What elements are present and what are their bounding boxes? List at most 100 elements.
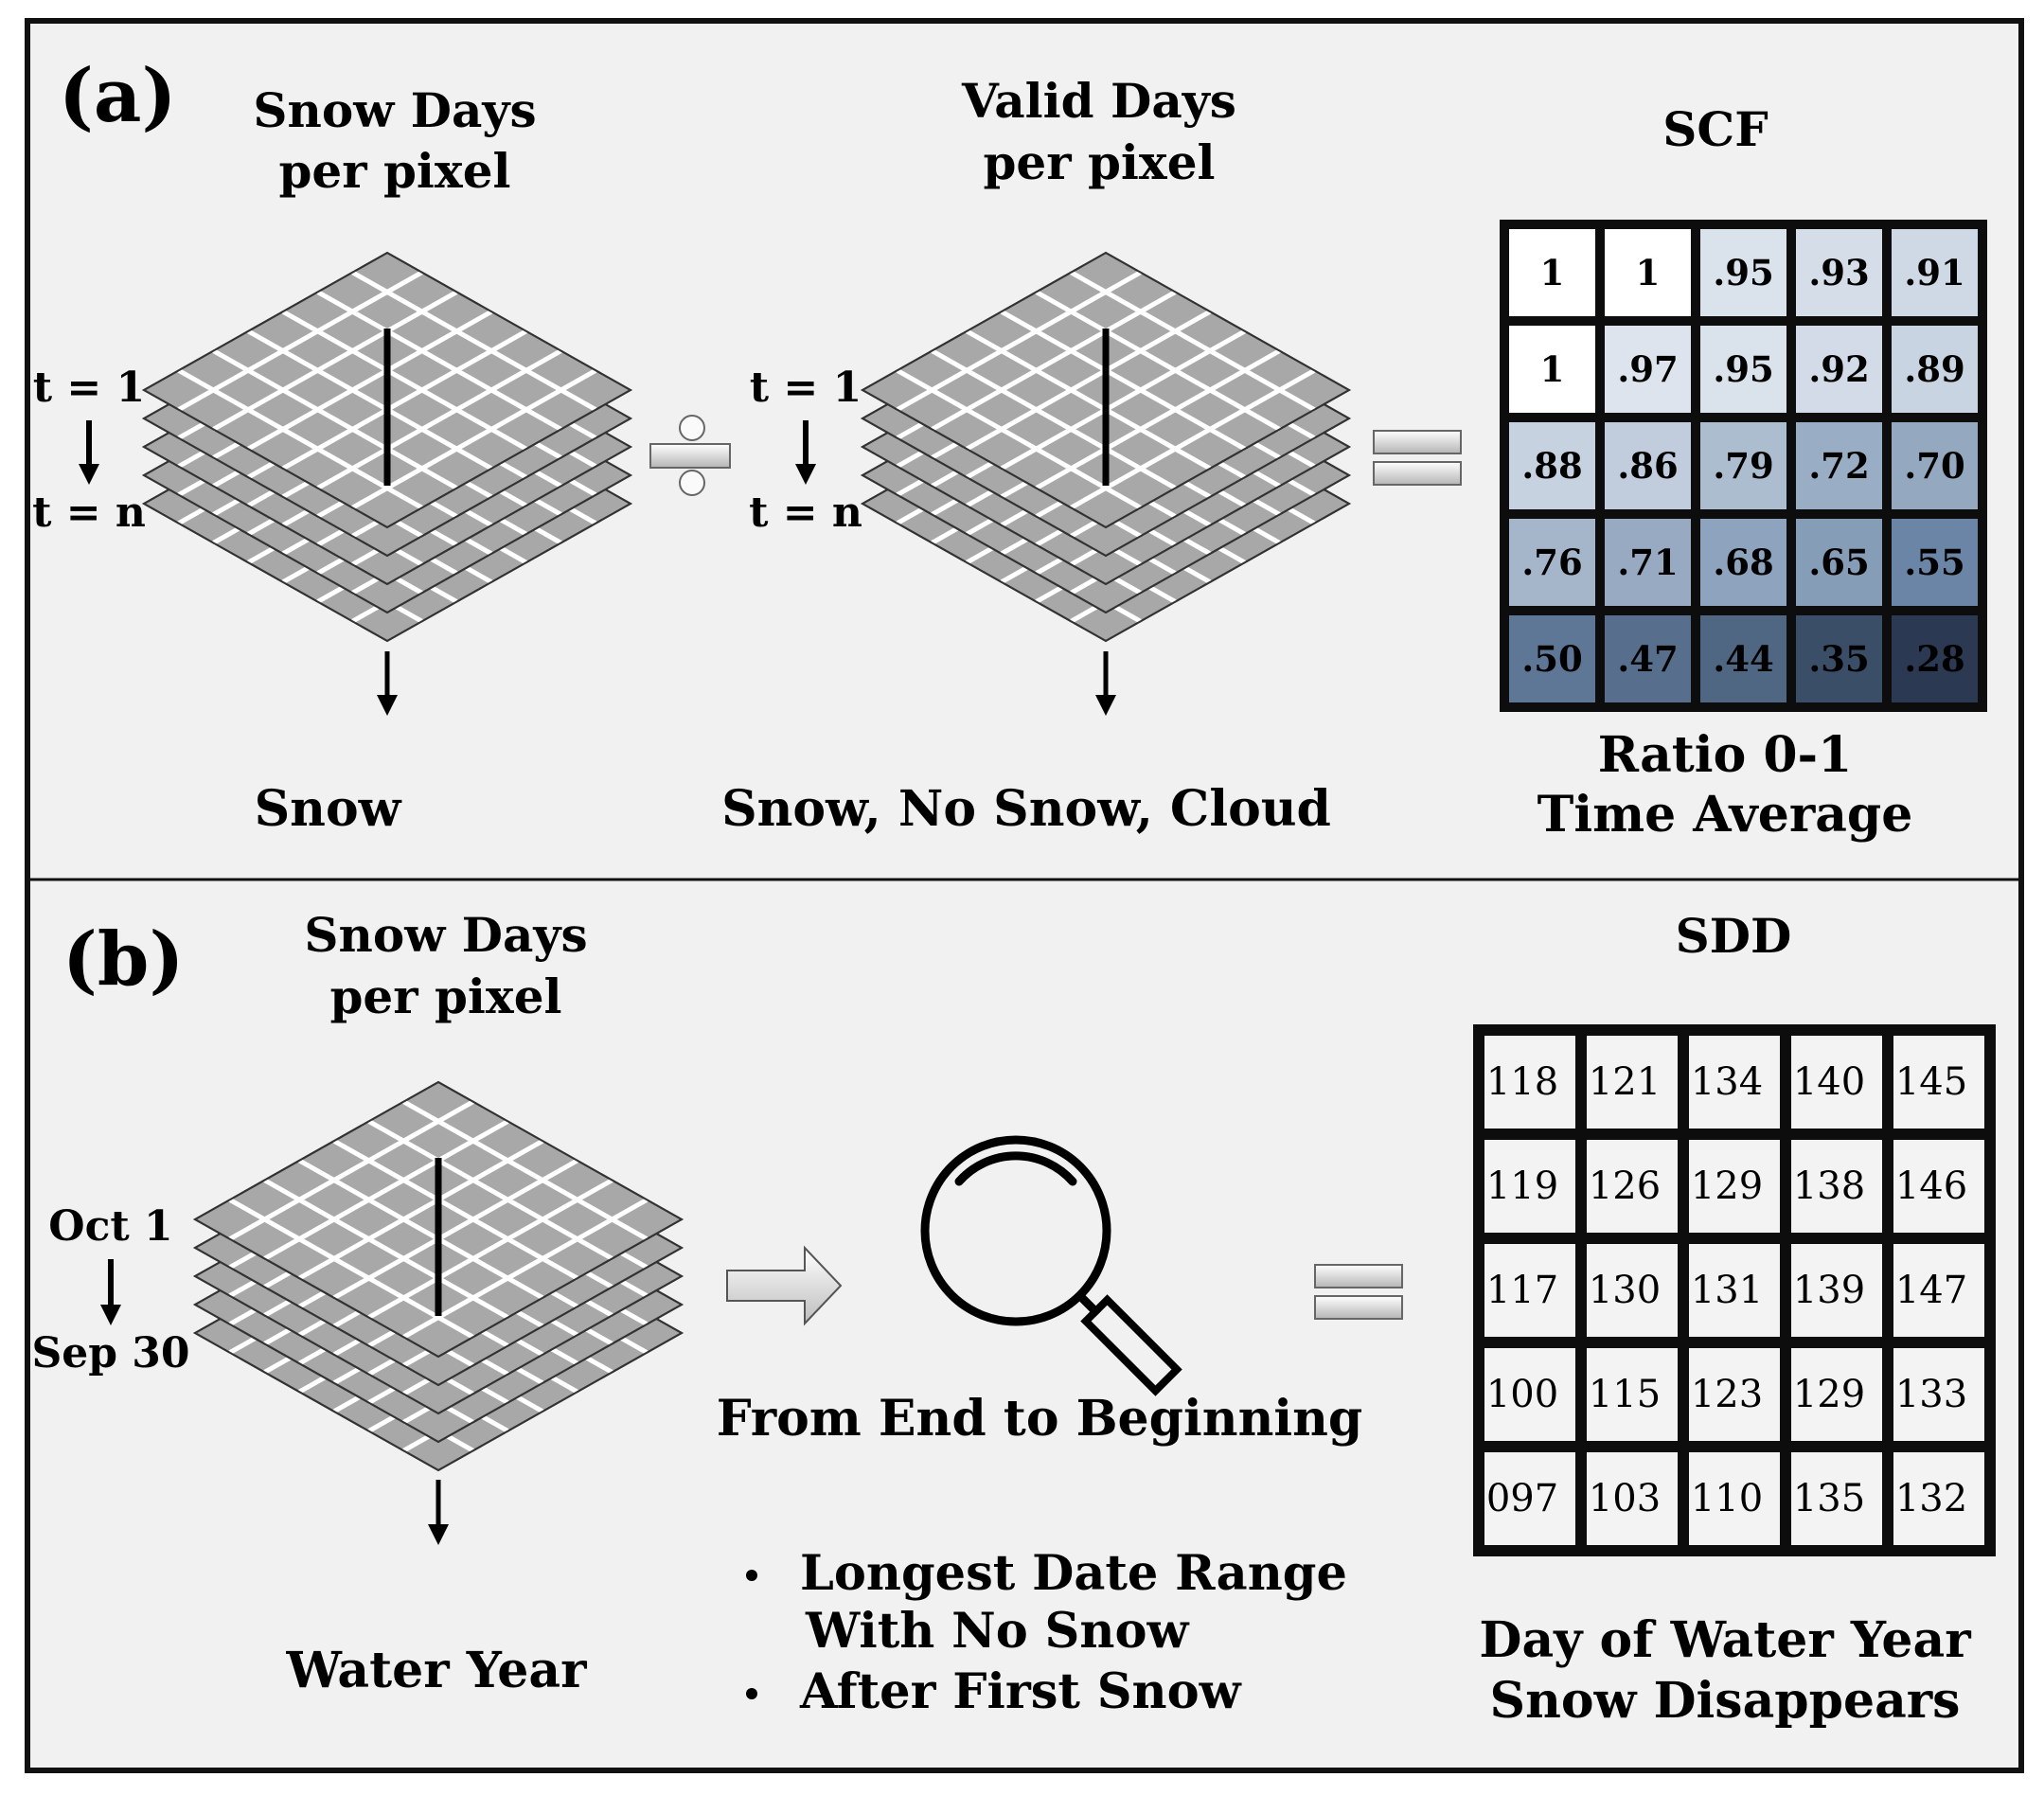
stack2-title-line2: per pixel [983,134,1215,190]
grid-cell: 140 [1791,1036,1882,1129]
bullet-1-line2: With No Snow [805,1603,1189,1660]
grid-cell: .65 [1796,519,1882,606]
stackb-title-line1: Snow Days [304,907,587,963]
cell-value: 121 [1589,1060,1661,1104]
grid-cell: .68 [1700,519,1786,606]
cell-value: 134 [1691,1060,1763,1104]
cell-value: .92 [1808,348,1869,390]
cell-value: .89 [1904,348,1964,390]
bullet-dot [746,1688,757,1699]
cell-value: 117 [1486,1269,1558,1312]
cell-value: 119 [1486,1164,1558,1208]
grid-cell: 126 [1587,1140,1678,1233]
grid-cell: .89 [1892,326,1978,413]
cell-value: .55 [1904,542,1964,583]
stackb-caption: Water Year [286,1642,588,1699]
cell-value: .95 [1713,252,1773,293]
stack2-caption: Snow, No Snow, Cloud [721,780,1331,838]
grid-cell: 119 [1484,1140,1575,1233]
grid-cell: .50 [1509,615,1595,702]
grid-cell: .47 [1605,615,1691,702]
cell-value: .35 [1808,638,1869,680]
cell-value: 147 [1895,1269,1967,1312]
cell-value: 097 [1486,1477,1558,1520]
cell-value: .79 [1713,445,1773,487]
down-arrow-icon [377,651,398,716]
cell-value: 110 [1691,1477,1763,1520]
cell-value: 133 [1895,1373,1967,1416]
cell-value: .70 [1904,445,1964,487]
cell-value: .91 [1904,252,1964,293]
cell-value: 145 [1895,1060,1967,1104]
grid-cell: .72 [1796,422,1882,509]
cell-value: .88 [1521,445,1582,487]
stackb-time-start: Oct 1 [48,1202,172,1251]
stack2-title-line1: Valid Days [961,73,1236,129]
cell-value: 138 [1793,1164,1865,1208]
cell-value: 126 [1589,1164,1661,1208]
grid-cell: .93 [1796,229,1882,316]
sdd-title: SDD [1676,908,1792,964]
stackb-time-end: Sep 30 [31,1329,189,1377]
cell-value: 130 [1589,1269,1661,1312]
grid-cell: 118 [1484,1036,1575,1129]
down-arrow-icon [79,420,99,485]
search-caption: From End to Beginning [717,1390,1363,1448]
grid-cell: 147 [1893,1244,1984,1337]
stack1-time-start: t = 1 [33,364,145,412]
cell-value: 103 [1589,1477,1661,1520]
cell-value: .93 [1808,252,1869,293]
grid-cell: .70 [1892,422,1978,509]
cell-value: .47 [1617,638,1678,680]
cell-value: .28 [1904,638,1964,680]
stack2-time-end: t = n [749,489,862,537]
cell-value: 100 [1486,1373,1558,1416]
grid-cell: .76 [1509,519,1595,606]
grid-cell: 100 [1484,1348,1575,1441]
stack1-caption: Snow [255,780,402,838]
panel-a: (a) Snow Days per pixel t = 1 t = n Snow… [32,53,1987,844]
division-sign-icon [649,415,731,496]
grid-cell: .97 [1605,326,1691,413]
grid-cell: 103 [1587,1452,1678,1545]
grid-cell: .35 [1796,615,1882,702]
grid-cell: 133 [1893,1348,1984,1441]
grid-cell: 146 [1893,1140,1984,1233]
grid-cell: .95 [1700,229,1786,316]
grid-cell: .28 [1892,615,1978,702]
cell-value: 129 [1793,1373,1865,1416]
grid-cell: 145 [1893,1036,1984,1129]
cell-value: .97 [1617,348,1678,390]
grid-cell: 130 [1587,1244,1678,1337]
magnifying-glass-icon [920,1135,1182,1396]
sdd-caption-line1: Day of Water Year [1479,1611,1971,1669]
cell-value: .86 [1617,445,1678,487]
grid-cell: 117 [1484,1244,1575,1337]
grid-cell: .79 [1700,422,1786,509]
grid-cell: 129 [1791,1348,1882,1441]
grid-cell: 121 [1587,1036,1678,1129]
grid-cell: 132 [1893,1452,1984,1545]
sdd-caption-line2: Snow Disappears [1490,1672,1961,1730]
scf-title: SCF [1662,101,1768,157]
grid-cell: 097 [1484,1452,1575,1545]
cell-value: .44 [1713,638,1773,680]
down-arrow-icon [428,1480,449,1545]
grid-cell: .71 [1605,519,1691,606]
grid-cell: 1 [1509,229,1595,316]
stack2-time-start: t = 1 [750,364,862,412]
cell-value: 129 [1691,1164,1763,1208]
grid-cell: 138 [1791,1140,1882,1233]
cell-value: .95 [1713,348,1773,390]
down-arrow-icon [795,420,816,485]
stack1-title-line1: Snow Days [253,82,536,138]
bullet-2-line1: After First Snow [799,1663,1242,1720]
stack1-title-line2: per pixel [278,143,510,199]
grid-cell: 129 [1689,1140,1780,1233]
cell-value: 140 [1793,1060,1865,1104]
stack1-time-end: t = n [32,489,146,537]
panel-b: (b) Snow Days per pixel Oct 1 Sep 30 Wat… [31,907,1996,1730]
bullet-dot [746,1570,757,1581]
